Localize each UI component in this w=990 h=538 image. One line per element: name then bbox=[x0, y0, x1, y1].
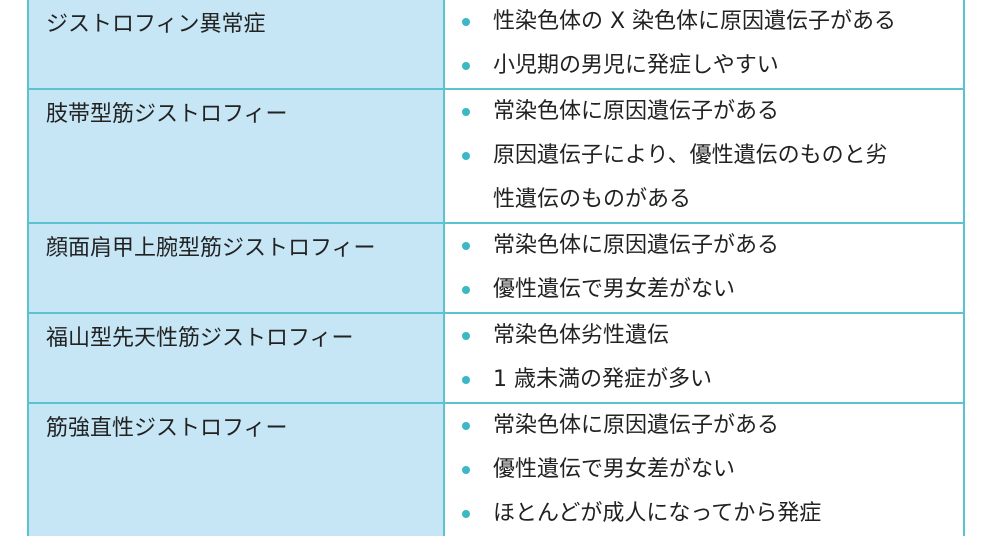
fact-text: 小児期の男児に発症しやすい bbox=[493, 53, 779, 78]
bullet-icon bbox=[462, 422, 470, 430]
facts-cell: 性染色体の X 染色体に原因遺伝子がある 小児期の男児に発症しやすい bbox=[445, 0, 963, 88]
fact-text: 常染色体に原因遺伝子がある bbox=[493, 233, 780, 258]
fact-item: 1 歳未満の発症が多い bbox=[445, 358, 963, 402]
disease-name: 顔面肩甲上腕型筋ジストロフィー bbox=[29, 224, 445, 312]
fact-text: 常染色体に原因遺伝子がある bbox=[493, 413, 780, 438]
bullet-icon bbox=[462, 510, 470, 518]
fact-text: 優性遺伝で男女差がない bbox=[493, 277, 736, 302]
fact-text: 性染色体の X 染色体に原因遺伝子がある bbox=[493, 9, 897, 34]
fact-item: 小児期の男児に発症しやすい bbox=[445, 44, 963, 88]
facts-cell: 常染色体に原因遺伝子がある 優性遺伝で男女差がない bbox=[445, 224, 963, 312]
fact-text: 原因遺伝子により、優性遺伝のものと劣 bbox=[493, 143, 888, 168]
bullet-icon bbox=[462, 466, 470, 474]
fact-text-continuation: 性遺伝のものがある bbox=[493, 187, 692, 212]
fact-item: 常染色体に原因遺伝子がある bbox=[445, 404, 963, 448]
fact-item: 優性遺伝で男女差がない bbox=[445, 268, 963, 312]
fact-text: 常染色体劣性遺伝 bbox=[493, 323, 670, 348]
table-row: 福山型先天性筋ジストロフィー 常染色体劣性遺伝 1 歳未満の発症が多い bbox=[29, 314, 963, 404]
disease-name: 福山型先天性筋ジストロフィー bbox=[29, 314, 445, 402]
fact-item: 常染色体に原因遺伝子がある bbox=[445, 224, 963, 268]
disease-name: 肢帯型筋ジストロフィー bbox=[29, 90, 445, 222]
fact-item: 常染色体劣性遺伝 bbox=[445, 314, 963, 358]
fact-item: 原因遺伝子により、優性遺伝のものと劣 bbox=[445, 134, 963, 178]
bullet-icon bbox=[462, 18, 470, 26]
bullet-icon bbox=[462, 332, 470, 340]
bullet-icon bbox=[462, 152, 470, 160]
facts-cell: 常染色体劣性遺伝 1 歳未満の発症が多い bbox=[445, 314, 963, 402]
disease-name: 筋強直性ジストロフィー bbox=[29, 404, 445, 536]
fact-item: ほとんどが成人になってから発症 bbox=[445, 492, 963, 536]
fact-item: 優性遺伝で男女差がない bbox=[445, 448, 963, 492]
fact-text: 常染色体に原因遺伝子がある bbox=[493, 99, 780, 124]
bullet-icon bbox=[462, 242, 470, 250]
fact-item: 常染色体に原因遺伝子がある bbox=[445, 90, 963, 134]
bullet-icon bbox=[462, 376, 470, 384]
table-row: ジストロフィン異常症 性染色体の X 染色体に原因遺伝子がある 小児期の男児に発… bbox=[29, 0, 963, 90]
bullet-icon bbox=[462, 108, 470, 116]
fact-text: 1 歳未満の発症が多い bbox=[493, 367, 712, 392]
table-row: 肢帯型筋ジストロフィー 常染色体に原因遺伝子がある 原因遺伝子により、優性遺伝の… bbox=[29, 90, 963, 224]
facts-cell: 常染色体に原因遺伝子がある 原因遺伝子により、優性遺伝のものと劣 性遺伝のものが… bbox=[445, 90, 963, 222]
fact-text: ほとんどが成人になってから発症 bbox=[493, 501, 822, 526]
muscular-dystrophy-table: ジストロフィン異常症 性染色体の X 染色体に原因遺伝子がある 小児期の男児に発… bbox=[27, 0, 965, 536]
facts-cell: 常染色体に原因遺伝子がある 優性遺伝で男女差がない ほとんどが成人になってから発… bbox=[445, 404, 963, 536]
fact-text: 優性遺伝で男女差がない bbox=[493, 457, 736, 482]
bullet-icon bbox=[462, 62, 470, 70]
disease-name: ジストロフィン異常症 bbox=[29, 0, 445, 88]
table-row: 筋強直性ジストロフィー 常染色体に原因遺伝子がある 優性遺伝で男女差がない ほと… bbox=[29, 404, 963, 536]
table-row: 顔面肩甲上腕型筋ジストロフィー 常染色体に原因遺伝子がある 優性遺伝で男女差がな… bbox=[29, 224, 963, 314]
bullet-icon bbox=[462, 286, 470, 294]
fact-item: 性染色体の X 染色体に原因遺伝子がある bbox=[445, 0, 963, 44]
